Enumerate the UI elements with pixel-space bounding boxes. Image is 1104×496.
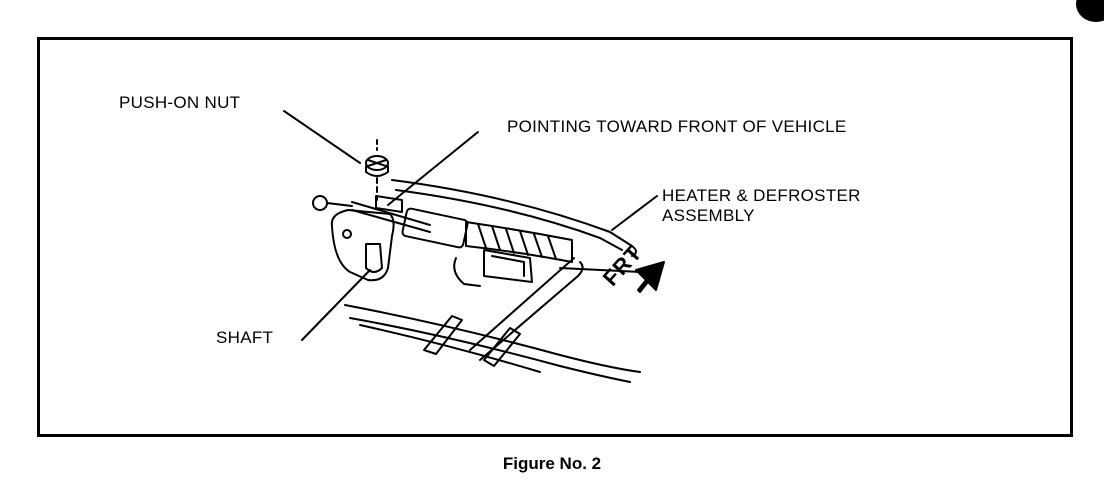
- triangular-tabs: [423, 315, 521, 367]
- leader-lines: [283, 110, 658, 341]
- front-arrow-icon: [635, 261, 665, 293]
- label-pointing-front: POINTING TOWARD FRONT OF VEHICLE: [507, 117, 847, 136]
- label-heater-line1: HEATER & DEFROSTER: [662, 186, 861, 205]
- leader-heater: [611, 195, 658, 231]
- push-on-nut: [365, 139, 389, 201]
- diagram-frame: [37, 37, 1073, 437]
- leader-pointing: [387, 131, 479, 206]
- mounting-clip: [453, 249, 533, 287]
- figure-caption: Figure No. 2: [502, 454, 602, 473]
- leader-push-on-nut: [283, 110, 361, 164]
- corner-mark: [1076, 0, 1104, 22]
- label-heater-line2: ASSEMBLY: [662, 206, 755, 225]
- label-shaft: SHAFT: [216, 328, 274, 347]
- leader-shaft: [301, 269, 371, 341]
- heater-housing: [344, 179, 641, 383]
- support-rail: [469, 257, 584, 361]
- lever-and-shaft: [330, 209, 395, 282]
- label-heater-defroster: HEATER & DEFROSTER ASSEMBLY: [662, 186, 861, 226]
- control-cable: [312, 195, 573, 263]
- label-push-on-nut: PUSH-ON NUT: [119, 93, 241, 112]
